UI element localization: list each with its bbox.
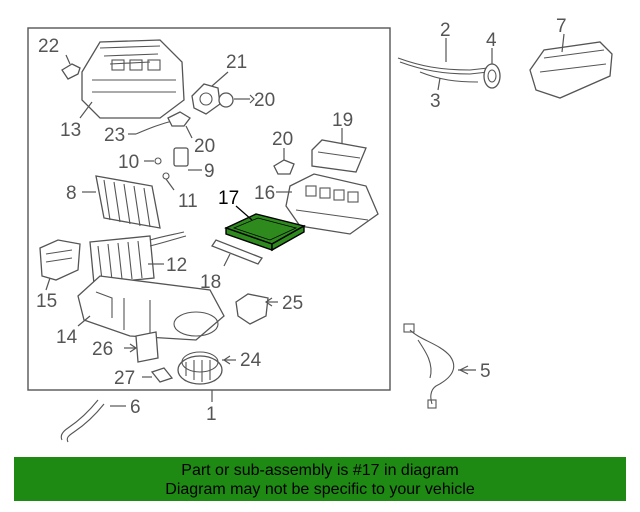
part-18-seal[interactable] [211,239,263,267]
callout-22: 22 [38,36,59,57]
part-19-filter-cover[interactable] [311,128,367,173]
part-25-resistor[interactable] [235,293,278,325]
callout-27: 27 [114,368,135,389]
part-7-air-duct[interactable] [529,33,613,99]
part-15-bracket[interactable] [39,239,81,291]
callout-4: 4 [486,30,497,51]
callout-20-mid: 20 [194,136,215,157]
callout-6: 6 [130,397,141,418]
callout-20-top: 20 [254,90,275,111]
callout-26: 26 [92,339,113,360]
part-8-heater-core[interactable] [82,175,161,229]
part-26-module[interactable] [124,331,159,363]
part-5-harness[interactable] [403,323,476,409]
callout-20-right: 20 [272,129,293,150]
callout-8: 8 [66,183,77,204]
part-14-lower-case[interactable] [77,275,225,341]
part-20-actuator-mid[interactable] [167,111,193,139]
callout-25: 25 [282,293,303,314]
part-4-grommet[interactable] [483,48,501,89]
callout-7: 7 [556,16,567,37]
part-12-evaporator[interactable] [89,231,187,285]
part-9-resistor[interactable] [173,147,202,171]
callout-17: 17 [218,188,239,209]
callout-3: 3 [430,91,441,112]
callout-10: 10 [118,152,139,173]
callout-12: 12 [166,255,187,276]
callout-11: 11 [178,191,198,212]
assembly-frame [27,27,391,391]
parts-diagram: 1 2 3 4 5 6 7 8 9 10 11 12 13 14 15 16 1… [27,16,613,443]
part-2-duct[interactable] [397,38,489,75]
callout-16: 16 [254,183,275,204]
part-20-actuator-top[interactable] [218,92,255,108]
callout-19: 19 [332,110,353,131]
callout-21: 21 [226,52,247,73]
part-6-drain-hose[interactable] [60,399,126,443]
callout-5: 5 [480,361,491,382]
part-24-blower-motor[interactable] [177,351,236,385]
callout-18: 18 [200,272,221,293]
callout-24: 24 [240,350,262,371]
callout-14: 14 [56,327,78,348]
part-11-clip[interactable] [162,172,175,191]
callout-13: 13 [60,120,81,141]
part-3-duct[interactable] [419,71,479,91]
part-23-cable[interactable] [128,119,177,135]
part-27-clip[interactable] [142,367,174,383]
part-17-cabin-filter[interactable] [224,205,306,252]
part-22-clip[interactable] [61,54,81,80]
callout-15: 15 [36,291,57,312]
callout-23: 23 [104,125,125,146]
callout-1: 1 [206,404,217,425]
banner-line-2: Diagram may not be specific to your vehi… [165,481,475,498]
part-10-sensor[interactable] [144,157,162,165]
banner-line-1: Part or sub-assembly is #17 in diagram [181,462,459,479]
part-20-clip-right[interactable] [273,148,295,175]
part-16-blower-case[interactable] [276,173,379,235]
callout-9: 9 [204,161,215,182]
callout-2: 2 [440,20,451,41]
info-banner: Part or sub-assembly is #17 in diagram D… [14,457,626,501]
part-13-heater-case[interactable] [79,39,185,119]
part-21-actuator[interactable] [191,71,229,115]
